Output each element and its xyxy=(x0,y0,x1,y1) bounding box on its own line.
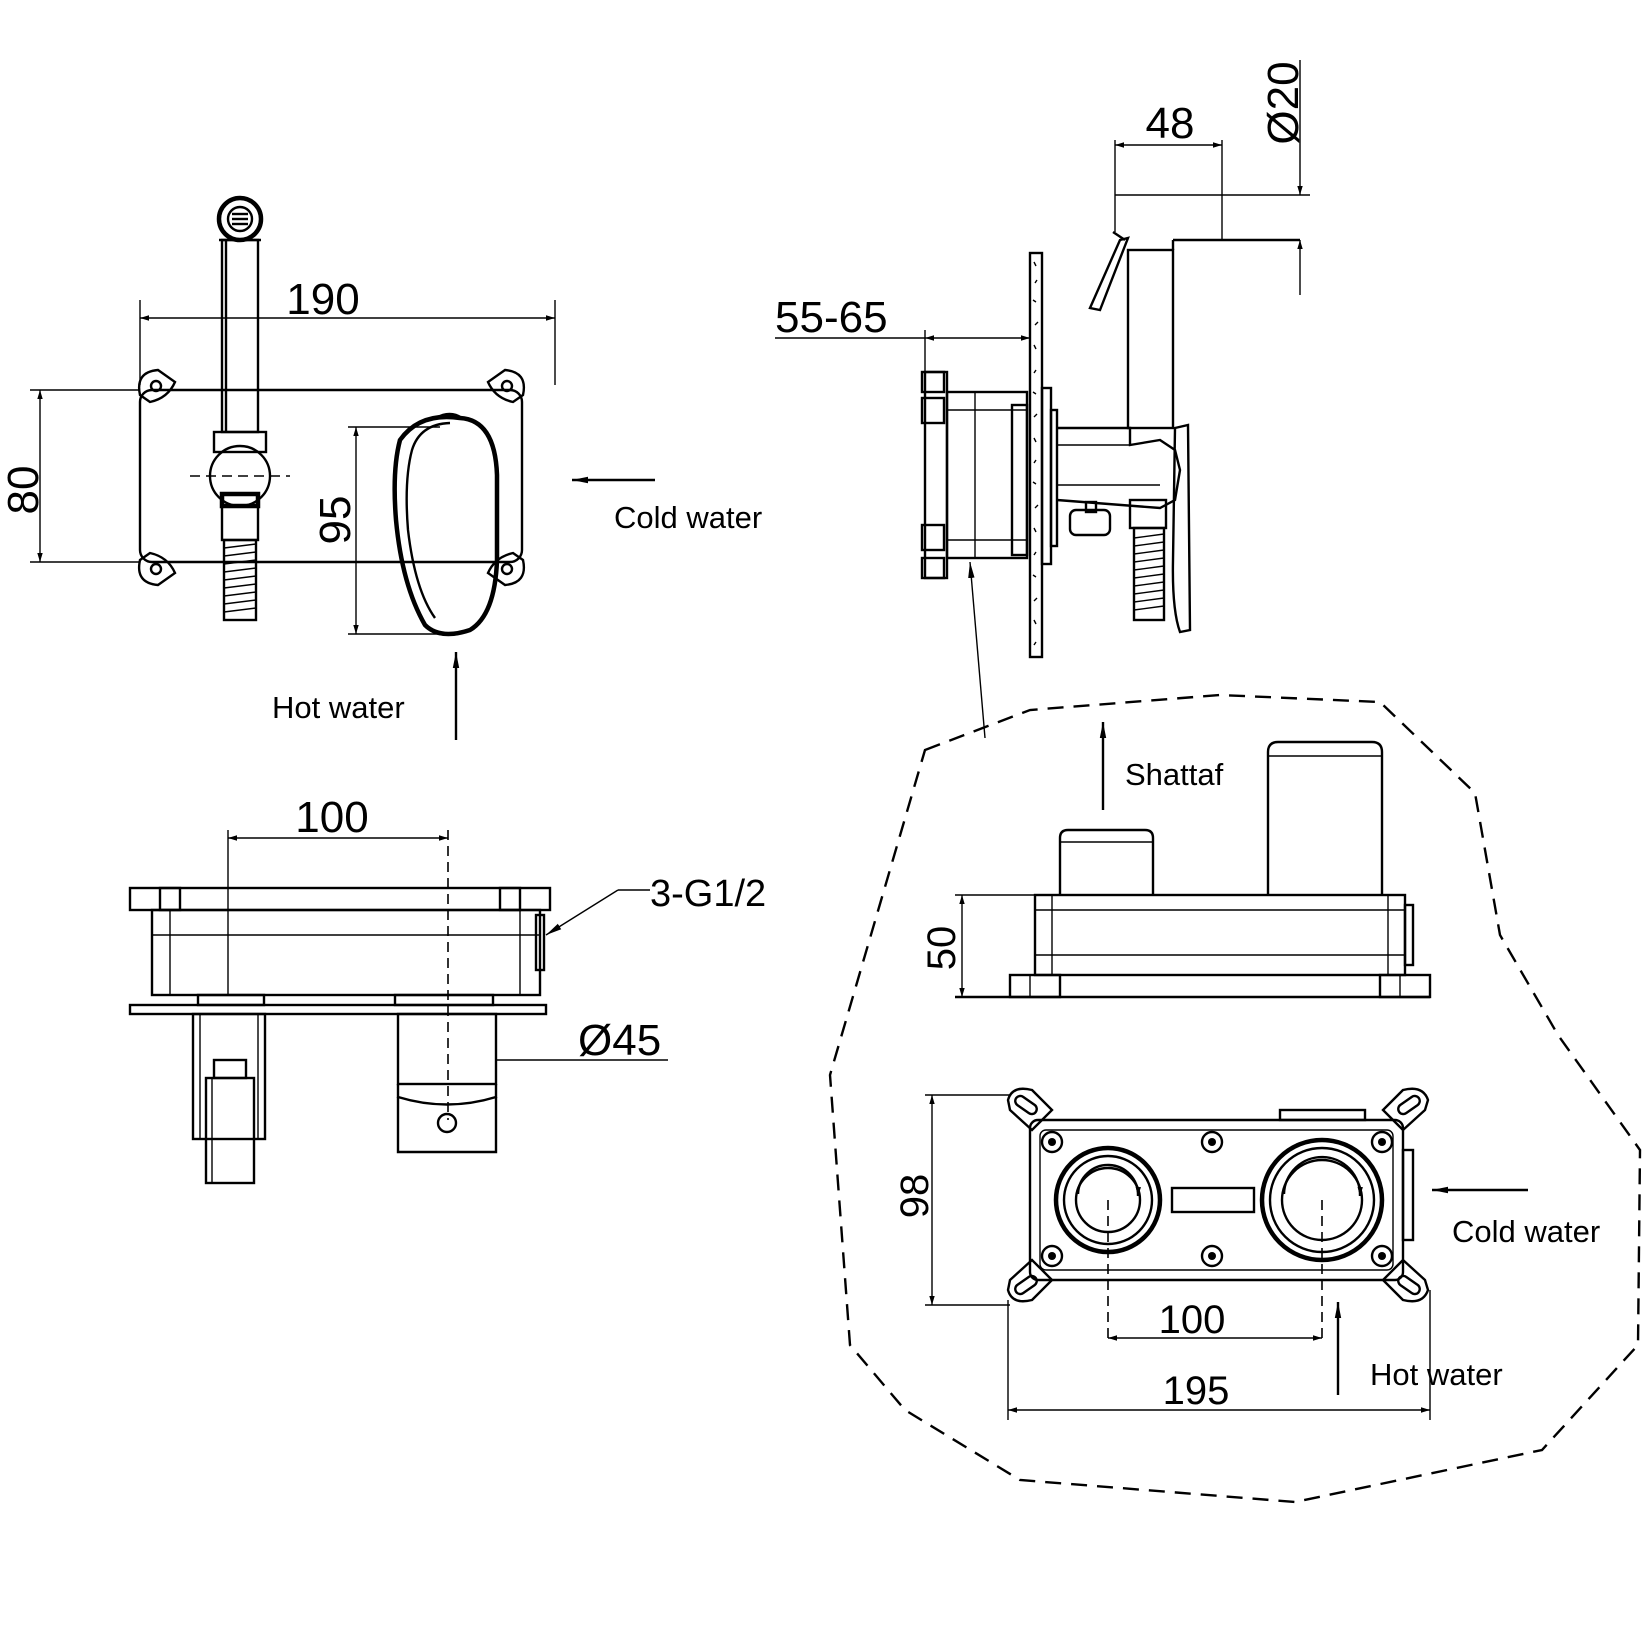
dim-55-65-text: 55-65 xyxy=(775,293,888,342)
connection-label: 3-G1/2 xyxy=(650,873,766,915)
detail-cold-water-label: Cold water xyxy=(1452,1214,1600,1249)
dim-190: 190 xyxy=(139,275,556,385)
front-cold-water-label: Cold water xyxy=(614,500,762,535)
detail-boundary xyxy=(828,693,1642,1504)
dim-95: 95 xyxy=(311,426,440,635)
box-dim-100-text: 100 xyxy=(1159,1298,1226,1342)
box-dim-195-text: 195 xyxy=(1163,1369,1230,1413)
dim-95-text: 95 xyxy=(311,496,360,545)
top-view: 100 3-G1/2 Ø45 xyxy=(128,793,766,1185)
lever-handle xyxy=(392,412,500,637)
front-hot-water-label: Hot water xyxy=(272,690,405,725)
body-dim-50-text: 50 xyxy=(920,926,964,971)
dim-80-text: 80 xyxy=(0,466,48,515)
spout-outlet xyxy=(190,195,290,622)
body-side-view: Shattaf 50 xyxy=(920,722,1432,999)
box-dim-98-text: 98 xyxy=(893,1174,937,1219)
dim-45-text: Ø45 xyxy=(578,1016,661,1065)
side-view: 55-65 48 Ø20 xyxy=(775,60,1310,739)
top-dim-100-text: 100 xyxy=(295,793,368,842)
dim-80: 80 xyxy=(0,389,140,563)
front-view: 190 80 95 Cold water Hot water xyxy=(0,195,762,740)
shattaf-label: Shattaf xyxy=(1125,757,1224,792)
mounting-ears xyxy=(137,368,526,587)
dim-190-text: 190 xyxy=(286,275,359,324)
body-front-view: 98 100 195 Cold water Hot water xyxy=(893,1087,1600,1420)
detail-hot-water-label: Hot water xyxy=(1370,1357,1503,1392)
dim-48-text: 48 xyxy=(1146,99,1195,148)
cover-plate xyxy=(138,388,524,564)
dim-20-text: Ø20 xyxy=(1259,61,1308,144)
